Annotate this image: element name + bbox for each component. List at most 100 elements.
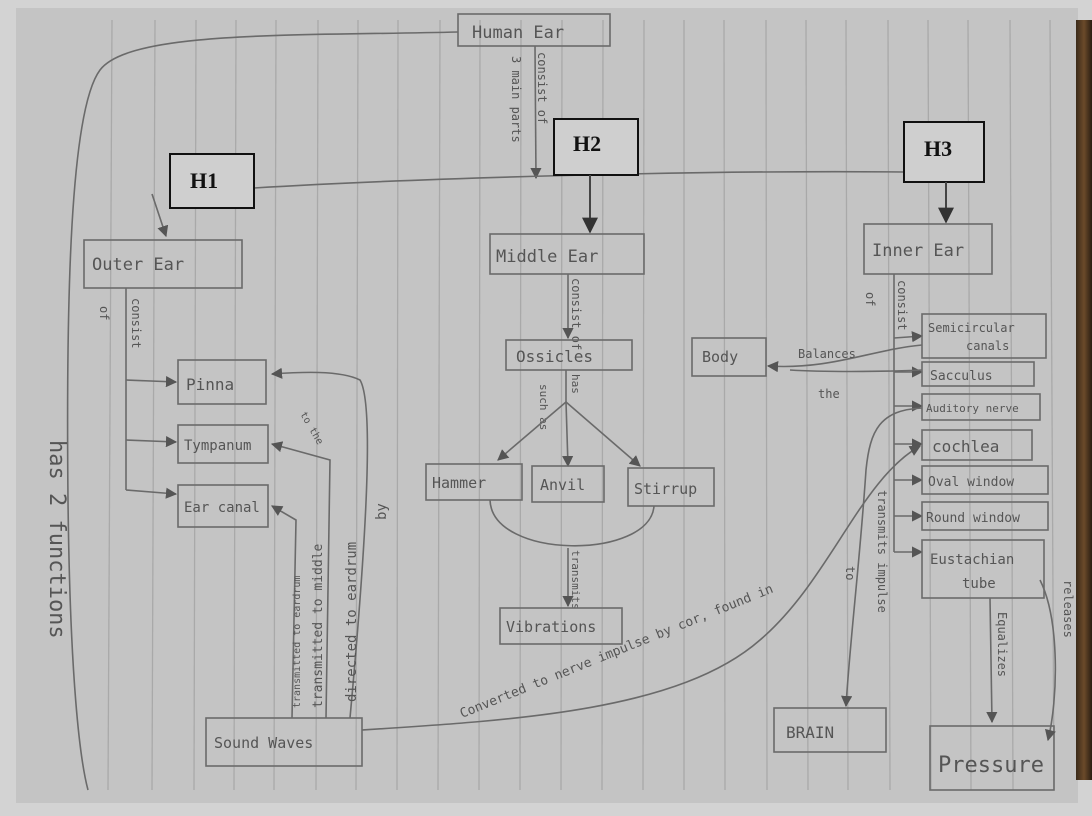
inner-ear-branches [893,331,924,558]
pressure-label: Pressure [938,753,1044,778]
to-ear-canal-connector [125,487,178,499]
ossicles-label: Ossicles [516,347,593,366]
human-ear-label: Human Ear [472,23,564,43]
nerve-to-brain [841,407,923,708]
background-table-edge [1076,20,1092,780]
balances-label: Balances [798,347,856,361]
human-ear-box [457,13,611,47]
semicircular-label-1: Semicircular [928,321,1015,335]
middle-consist-label: consist of [569,278,583,350]
sacculus-label: Sacculus [930,369,993,384]
sound-waves-box [205,717,363,767]
inner-ear-label: Inner Ear [872,241,964,261]
such-as-label: such as [537,384,550,430]
to-anvil [562,401,574,468]
transmitted-eardrum-label: transmitted to eardrum [292,576,303,708]
pressure-box [929,725,1055,791]
three-main-parts-label: 3 main parts [509,56,523,143]
to-hammer [497,401,567,461]
stirrup-label: Stirrup [634,480,697,498]
sacculus-box [921,361,1035,387]
middle-ear-box [489,233,645,275]
by-label: by [374,503,390,520]
anvil-label: Anvil [540,476,585,494]
inner-ear-box [863,223,993,275]
consist-of-label: consist of [535,52,549,124]
hammer-box [425,463,523,501]
brain-box [773,707,887,753]
has-two-functions-label: has 2 functions [44,440,69,639]
eustachian-label-1: Eustachian [930,552,1014,568]
releases-connector [1039,579,1057,742]
tympanum-box [177,424,269,464]
semicircular-canals-box [921,313,1047,359]
to-label: to [843,566,857,580]
middle-ear-label: Middle Ear [496,247,598,267]
directed-eardrum-label: directed to eardrum [344,542,360,702]
pinna-label: Pinna [186,375,234,394]
transmits-label: transmits [569,550,582,610]
oval-window-label: Oval window [928,475,1014,490]
tympanum-label: Tympanum [184,438,251,454]
auditory-nerve-box [921,393,1041,421]
transmitted-middle-label: transmitted to middle [311,543,326,708]
outer-of-label: of [97,306,111,320]
ossicles-box [505,339,633,371]
sw-to-ear-canal [271,505,297,719]
semicircular-label-2: canals [966,339,1009,353]
stirrup-box [627,467,715,507]
bones-bracket [489,499,655,547]
ear-canal-box [177,484,269,528]
converted-label: Converted to nerve impulse by cor, found… [458,582,776,722]
h2-box [553,118,639,176]
oval-window-box [921,465,1049,495]
converted-connector [361,445,921,731]
h2-label: H2 [573,131,601,156]
inner-consist-label: consist [895,280,909,331]
the-label: the [818,387,840,401]
cochlea-label: cochlea [932,437,999,456]
outer-consist-label: consist [129,298,143,349]
brain-label: BRAIN [786,723,834,742]
sacculus-body-connector [789,369,923,373]
ruled-lines [107,19,1055,791]
h1-box [169,153,255,209]
sw-to-pinna [270,367,369,719]
to-pinna-connector [125,376,178,388]
eustachian-tube-box [921,539,1045,599]
sound-waves-label: Sound Waves [214,734,313,752]
outer-ear-label: Outer Ear [92,255,184,275]
auditory-nerve-label: Auditory nerve [926,402,1019,415]
body-label: Body [702,348,738,366]
round-window-box [921,501,1049,531]
h1-label: H1 [190,168,218,193]
body-box [691,337,767,377]
vibrations-label: Vibrations [506,618,596,636]
to-tympanum-connector [125,436,178,448]
h1-arrow [151,193,169,238]
balances-connector [766,344,923,373]
pinna-box [177,359,267,405]
has-label: has [569,374,582,394]
outer-ear-box [83,239,243,289]
vibrations-box [499,607,623,645]
cochlea-box [921,429,1033,461]
hammer-label: Hammer [432,474,486,492]
transmits-impulse-label: transmits impulse [875,490,889,613]
human-to-middle-connector [530,45,542,180]
eustachian-label-2: tube [962,576,996,592]
equalizes-label: Equalizes [995,612,1009,677]
releases-label: releases [1061,580,1075,638]
sw-to-tympanum [270,441,331,719]
to-stirrup [565,401,641,467]
inner-of-label: of [863,292,877,306]
h3-label: H3 [924,136,952,161]
round-window-label: Round window [926,511,1020,526]
anvil-box [531,465,605,503]
h3-box [903,121,985,183]
functions-connector [66,31,459,791]
ear-canal-label: Ear canal [184,500,260,516]
to-the-label: to the [297,410,325,447]
